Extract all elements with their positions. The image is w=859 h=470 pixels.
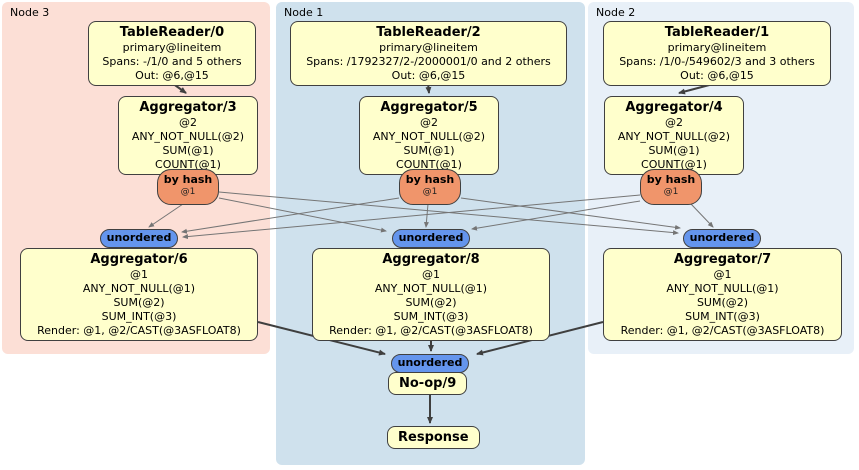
proc-line: @2 — [665, 116, 683, 129]
proc-line: ANY_NOT_NULL(@2) — [131, 130, 245, 143]
proc-line: @1 — [130, 268, 148, 281]
proc-title: Aggregator/5 — [380, 100, 478, 115]
by-hash-label: by hash — [646, 173, 696, 186]
proc-title: Aggregator/8 — [382, 252, 480, 267]
proc-title: Aggregator/4 — [625, 100, 723, 115]
proc-line: COUNT(@1) — [641, 158, 707, 171]
proc-line: SUM(@1) — [162, 144, 214, 157]
proc-title: No-op/9 — [399, 376, 457, 391]
processor-tablereader-2: TableReader/2 primary@lineitem Spans: /1… — [290, 21, 567, 86]
proc-line: @2 — [179, 116, 197, 129]
router-unordered-final: unordered — [391, 354, 469, 373]
processor-aggregator-5: Aggregator/5 @2 ANY_NOT_NULL(@2) SUM(@1)… — [359, 96, 499, 175]
proc-line: SUM_INT(@3) — [685, 310, 760, 323]
proc-line: Spans: -/1/0 and 5 others — [102, 55, 242, 68]
proc-title: Aggregator/3 — [139, 100, 237, 115]
processor-tablereader-0: TableReader/0 primary@lineitem Spans: -/… — [88, 21, 256, 86]
processor-tablereader-1: TableReader/1 primary@lineitem Spans: /1… — [603, 21, 831, 86]
proc-title: TableReader/1 — [664, 25, 770, 40]
proc-line: Render: @1, @2/CAST(@3ASFLOAT8) — [620, 324, 825, 337]
proc-line: SUM(@1) — [403, 144, 455, 157]
by-hash-label: by hash — [405, 173, 455, 186]
router-by-hash-mid: by hash @1 — [399, 169, 461, 205]
proc-line: @2 — [420, 116, 438, 129]
proc-line: SUM_INT(@3) — [393, 310, 469, 323]
proc-line: ANY_NOT_NULL(@2) — [372, 130, 486, 143]
proc-line: SUM(@1) — [648, 144, 700, 157]
proc-title: Aggregator/7 — [673, 252, 772, 267]
proc-line: Render: @1, @2/CAST(@3ASFLOAT8) — [329, 324, 533, 337]
processor-aggregator-8: Aggregator/8 @1 ANY_NOT_NULL(@1) SUM(@2)… — [312, 248, 550, 341]
processor-aggregator-6: Aggregator/6 @1 ANY_NOT_NULL(@1) SUM(@2)… — [20, 248, 258, 341]
node-region-1-label: Node 1 — [284, 6, 324, 19]
processor-noop-9: No-op/9 — [388, 372, 468, 395]
router-by-hash-left: by hash @1 — [157, 169, 219, 205]
proc-line: ANY_NOT_NULL(@1) — [374, 282, 488, 295]
response-box: Response — [387, 426, 480, 449]
by-hash-key: @1 — [663, 187, 679, 197]
proc-line: SUM(@2) — [113, 296, 165, 309]
proc-title: Response — [398, 430, 469, 445]
proc-line: Spans: /1792327/2-/2000001/0 and 2 other… — [306, 55, 551, 68]
proc-line: ANY_NOT_NULL(@1) — [82, 282, 196, 295]
router-by-hash-right: by hash @1 — [640, 169, 702, 205]
proc-line: ANY_NOT_NULL(@2) — [617, 130, 731, 143]
by-hash-key: @1 — [180, 187, 196, 197]
node-region-2-label: Node 2 — [596, 6, 636, 19]
node-region-3-label: Node 3 — [10, 6, 50, 19]
proc-title: Aggregator/6 — [90, 252, 188, 267]
proc-line: primary@lineitem — [379, 41, 478, 54]
proc-line: @1 — [713, 268, 732, 281]
by-hash-key: @1 — [422, 187, 438, 197]
proc-line: primary@lineitem — [122, 41, 222, 54]
proc-line: COUNT(@1) — [155, 158, 221, 171]
proc-title: TableReader/0 — [119, 25, 225, 40]
proc-line: Out: @6,@15 — [391, 69, 466, 82]
processor-aggregator-7: Aggregator/7 @1 ANY_NOT_NULL(@1) SUM(@2)… — [603, 248, 842, 341]
router-unordered-left: unordered — [100, 229, 178, 248]
proc-line: Out: @6,@15 — [135, 69, 209, 82]
proc-line: Render: @1, @2/CAST(@3ASFLOAT8) — [37, 324, 241, 337]
proc-line: @1 — [422, 268, 440, 281]
processor-aggregator-4: Aggregator/4 @2 ANY_NOT_NULL(@2) SUM(@1)… — [604, 96, 744, 175]
router-unordered-mid: unordered — [392, 229, 470, 248]
proc-line: Spans: /1/0-/549602/3 and 3 others — [619, 55, 815, 68]
proc-line: primary@lineitem — [667, 41, 767, 54]
processor-aggregator-3: Aggregator/3 @2 ANY_NOT_NULL(@2) SUM(@1)… — [118, 96, 258, 175]
proc-line: SUM(@2) — [696, 296, 749, 309]
proc-line: SUM_INT(@3) — [101, 310, 177, 323]
proc-line: COUNT(@1) — [396, 158, 462, 171]
proc-line: ANY_NOT_NULL(@1) — [666, 282, 779, 295]
proc-line: SUM(@2) — [405, 296, 457, 309]
proc-title: TableReader/2 — [376, 25, 481, 40]
by-hash-label: by hash — [163, 173, 213, 186]
router-unordered-right: unordered — [683, 229, 761, 248]
proc-line: Out: @6,@15 — [680, 69, 754, 82]
